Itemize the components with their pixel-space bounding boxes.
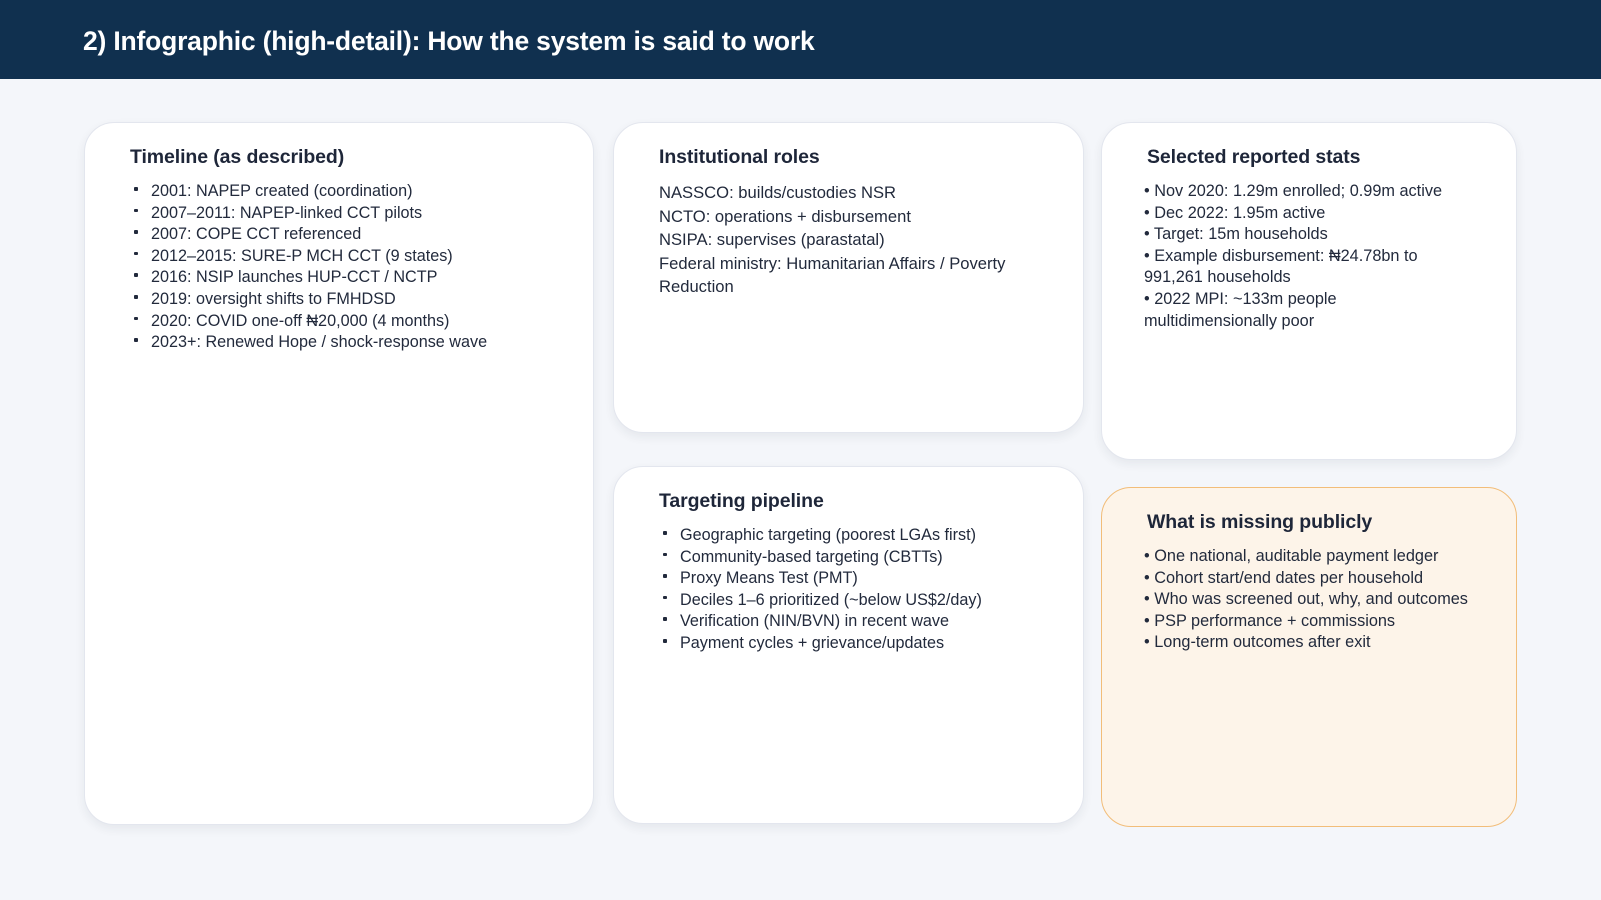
institutional-roles-text: NASSCO: builds/custodies NSR NCTO: opera… (659, 181, 1049, 299)
list-item: Proxy Means Test (PMT) (663, 568, 982, 590)
list-item: 2007: COPE CCT referenced (133, 224, 487, 246)
role-line: NSIPA: supervises (parastatal) (659, 230, 885, 249)
card-targeting-pipeline: Targeting pipeline Geographic targeting … (613, 466, 1084, 824)
page-title: 2) Infographic (high-detail): How the sy… (83, 26, 815, 56)
card-what-is-missing-publicly: What is missing publicly • One national,… (1101, 487, 1517, 827)
card-title-what-is-missing-publicly: What is missing publicly (1147, 511, 1373, 533)
card-title-selected-reported-stats: Selected reported stats (1147, 146, 1361, 168)
list-item: 2007–2011: NAPEP-linked CCT pilots (133, 203, 487, 225)
header-bar: 2) Infographic (high-detail): How the sy… (0, 0, 1601, 79)
stat-item: • 2022 MPI: ~133m people multidimensiona… (1144, 289, 1337, 330)
what-is-missing-publicly-text: • One national, auditable payment ledger… (1144, 546, 1474, 654)
role-line: NCTO: operations + disbursement (659, 206, 911, 226)
role-line: Federal ministry: Humanitarian Affairs /… (659, 253, 1006, 297)
missing-item: • Who was screened out, why, and outcome… (1144, 590, 1468, 609)
missing-item: • One national, auditable payment ledger (1144, 547, 1439, 565)
list-item: 2001: NAPEP created (coordination) (133, 181, 487, 203)
timeline-list: 2001: NAPEP created (coordination) 2007–… (128, 181, 487, 354)
list-item: Community-based targeting (CBTTs) (663, 547, 982, 569)
list-item: Geographic targeting (poorest LGAs first… (663, 525, 982, 547)
list-item: 2019: oversight shifts to FMHDSD (133, 289, 487, 311)
missing-item: • Cohort start/end dates per household (1144, 568, 1424, 587)
list-item: Verification (NIN/BVN) in recent wave (663, 611, 982, 633)
stat-item: • Target: 15m households (1144, 225, 1328, 244)
card-title-institutional-roles: Institutional roles (659, 146, 820, 168)
card-title-timeline: Timeline (as described) (130, 146, 345, 168)
list-item: 2023+: Renewed Hope / shock-response wav… (133, 332, 487, 354)
selected-reported-stats-text: • Nov 2020: 1.29m enrolled; 0.99m active… (1144, 181, 1474, 332)
stat-item: • Nov 2020: 1.29m enrolled; 0.99m active (1144, 182, 1443, 200)
card-timeline: Timeline (as described) 2001: NAPEP crea… (84, 122, 594, 825)
list-item: 2012–2015: SURE-P MCH CCT (9 states) (133, 246, 487, 268)
targeting-pipeline-list: Geographic targeting (poorest LGAs first… (657, 525, 982, 655)
stat-item: • Dec 2022: 1.95m active (1144, 203, 1326, 222)
missing-item: • Long-term outcomes after exit (1144, 633, 1371, 652)
slide-canvas: Timeline (as described) 2001: NAPEP crea… (0, 79, 1601, 900)
stat-item: • Example disbursement: ₦24.78bn to 991,… (1144, 246, 1418, 287)
card-institutional-roles: Institutional roles NASSCO: builds/custo… (613, 122, 1084, 433)
list-item: 2020: COVID one-off ₦20,000 (4 months) (133, 311, 487, 333)
list-item: 2016: NSIP launches HUP-CCT / NCTP (133, 267, 487, 289)
list-item: Payment cycles + grievance/updates (663, 633, 982, 655)
missing-item: • PSP performance + commissions (1144, 611, 1396, 630)
list-item: Deciles 1–6 prioritized (~below US$2/day… (663, 590, 982, 612)
role-line: NASSCO: builds/custodies NSR (659, 183, 897, 202)
card-selected-reported-stats: Selected reported stats • Nov 2020: 1.29… (1101, 122, 1517, 460)
card-title-targeting-pipeline: Targeting pipeline (659, 490, 824, 512)
